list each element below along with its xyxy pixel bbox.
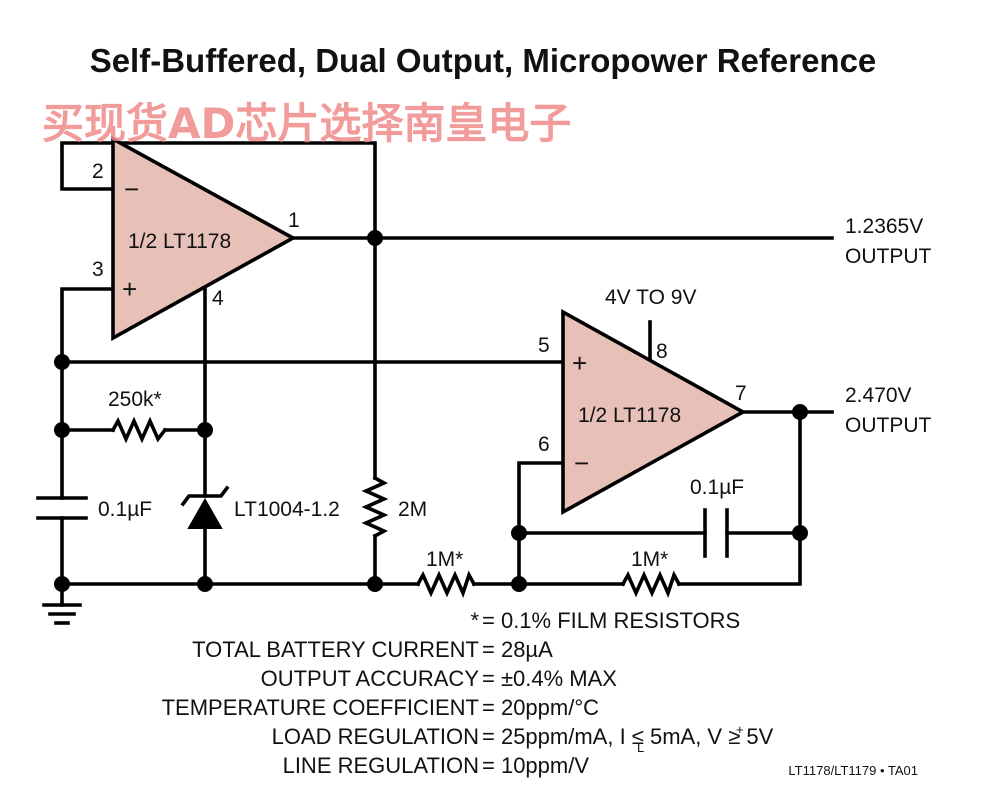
- output-1-label: OUTPUT: [845, 245, 932, 268]
- figure-code: LT1178/LT1179 • TA01: [788, 763, 918, 778]
- spec-value-3: = 20ppm/°C: [482, 695, 599, 720]
- op-amp-1-label: 1/2 LT1178: [128, 230, 231, 253]
- op-amp-2-minus: −: [574, 448, 589, 478]
- pin-6-label: 6: [538, 433, 550, 456]
- junction-dots: [54, 230, 808, 592]
- spec-label-4: LOAD REGULATION: [272, 724, 479, 749]
- pin-8-label: 8: [656, 340, 668, 363]
- op-amp-2-label: 1/2 LT1178: [578, 404, 681, 427]
- spec-value-1: = 28µA: [482, 637, 553, 662]
- spec-label-0: *: [470, 608, 479, 633]
- resistor-250k: [110, 416, 168, 444]
- op-amp-2-plus: +: [572, 348, 587, 378]
- supply-label: 4V TO 9V: [605, 286, 696, 309]
- pin-1-label: 1: [288, 209, 300, 232]
- output-2-voltage: 2.470V: [845, 384, 912, 407]
- spec-value-4: = 25ppm/mA, I ≤ 5mA, V ≥ 5V: [482, 724, 774, 749]
- load-reg-superscript: +: [736, 722, 744, 737]
- ground-icon: [42, 603, 82, 625]
- resistor-1m-b-label: 1M*: [631, 548, 668, 571]
- spec-value-0: = 0.1% FILM RESISTORS: [482, 608, 740, 633]
- pin-7-label: 7: [735, 382, 747, 405]
- output-1-voltage: 1.2365V: [845, 215, 923, 238]
- output-2-label: OUTPUT: [845, 414, 932, 437]
- op-amp-1-minus: −: [124, 174, 139, 204]
- resistor-1m-b: [620, 570, 682, 598]
- op-amp-1-plus: +: [122, 274, 137, 304]
- resistor-2m-label: 2M: [398, 498, 427, 521]
- resistor-1m-a: [415, 570, 477, 598]
- resistor-2m: [361, 475, 389, 539]
- spec-label-1: TOTAL BATTERY CURRENT: [192, 637, 479, 662]
- resistor-250k-label: 250k*: [108, 388, 162, 411]
- capacitor-feedback-label: 0.1µF: [690, 476, 744, 499]
- op-amp-2: [561, 308, 747, 516]
- capacitor-left-label: 0.1µF: [98, 498, 152, 521]
- pin-5-label: 5: [538, 334, 550, 357]
- resistor-1m-a-label: 1M*: [426, 548, 463, 571]
- pin-3-label: 3: [92, 258, 104, 281]
- page-title: Self-Buffered, Dual Output, Micropower R…: [90, 42, 877, 79]
- op-amp-1: [111, 135, 297, 342]
- capacitor-left: [36, 496, 88, 520]
- spec-label-5: LINE REGULATION: [283, 753, 479, 778]
- spec-value-2: = ±0.4% MAX: [482, 666, 617, 691]
- spec-label-3: TEMPERATURE COEFFICIENT: [162, 695, 479, 720]
- spec-list: * = 0.1% FILM RESISTORS TOTAL BATTERY CU…: [162, 608, 774, 778]
- watermark: 买现货AD芯片选择南皇电子: [42, 99, 571, 148]
- pin-4-label: 4: [212, 287, 224, 310]
- spec-value-5: = 10ppm/V: [482, 753, 589, 778]
- zener-diode: [180, 485, 230, 529]
- load-reg-subscript: L: [637, 740, 644, 755]
- pin-2-label: 2: [92, 160, 104, 183]
- capacitor-feedback: [703, 508, 729, 558]
- spec-label-2: OUTPUT ACCURACY: [261, 666, 480, 691]
- zener-label: LT1004-1.2: [234, 498, 340, 521]
